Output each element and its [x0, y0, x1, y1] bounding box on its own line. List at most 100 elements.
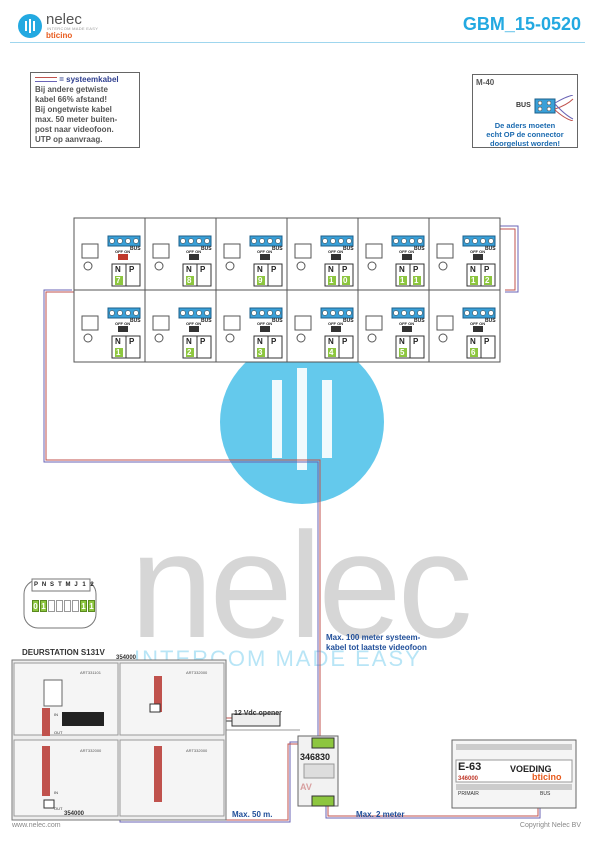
bus-terminal-icon [107, 235, 141, 247]
psu-title: VOEDING [510, 764, 552, 774]
config-header-cell: P [33, 582, 38, 588]
monitor-bus-label: BUS [414, 246, 425, 252]
power-supply [451, 739, 577, 809]
logo-mark-icon [25, 19, 35, 33]
note-line-5: max. 50 meter buiten- [35, 115, 118, 124]
off-on-switch [118, 326, 128, 332]
config-header-cell: T [58, 582, 62, 588]
terminal-screw-icon [480, 238, 486, 244]
monitor-knob-icon [367, 261, 377, 271]
terminal-screw-icon [401, 238, 407, 244]
terminal-screw-icon [322, 310, 328, 316]
off-on-switch [260, 254, 270, 260]
monitor-p-label: P [200, 265, 206, 274]
terminal-screw-icon [275, 310, 281, 316]
monitor-n-value: 2 [187, 348, 192, 357]
bus-terminal-icon [107, 307, 141, 319]
bus-terminal-icon [249, 235, 283, 247]
terminal-screw-icon [133, 310, 139, 316]
monitor-off-on-label: OFF ON [257, 321, 273, 326]
door-station [11, 659, 227, 821]
off-on-switch [331, 254, 341, 260]
terminal-screw-icon [338, 310, 344, 316]
monitor-n-value: 6 [471, 348, 476, 357]
monitor-n-value: 5 [400, 348, 405, 357]
psu-bus: BUS [540, 791, 551, 797]
out-label-top: OUT [54, 730, 63, 735]
n-dip-icon [328, 276, 336, 285]
terminal-screw-icon [125, 310, 131, 316]
terminal-screw-icon [125, 238, 131, 244]
m40-line-1: De aders moeten [494, 121, 556, 130]
brand-logo [18, 14, 42, 38]
monitor-p-label: P [271, 337, 277, 346]
terminal-screw-icon [180, 310, 186, 316]
terminal-screw-icon [393, 238, 399, 244]
terminal-screw-icon [188, 310, 194, 316]
note-line-7: UTP op aanvraag. [35, 135, 103, 144]
monitor-p-value: 0 [343, 276, 348, 285]
off-on-switch [473, 254, 483, 260]
monitor-p-label: P [484, 337, 490, 346]
monitor-p-label: P [484, 265, 490, 274]
monitor-bus-label: BUS [485, 246, 496, 252]
monitor-knob-icon [83, 333, 93, 343]
m40-note: M-40 BUS De aders moeten echt OP de conn… [472, 74, 578, 148]
monitor-off-on-label: OFF ON [115, 321, 131, 326]
psu-primair: PRIMAIR [458, 791, 479, 797]
n-dip-icon [257, 276, 265, 285]
monitor-off-on-label: OFF ON [328, 321, 344, 326]
cable-note: = systeemkabel Bij andere getwiste kabel… [30, 72, 140, 148]
monitor-p-value: 2 [485, 276, 490, 285]
opener-label: 12 Vdc opener [234, 710, 282, 717]
module-art-2: ART332000 [186, 670, 208, 675]
module-code-bottom: 354000 [64, 811, 85, 817]
terminal-screw-icon [330, 238, 336, 244]
n-dip-icon [186, 348, 194, 357]
monitor-bus-label: BUS [130, 246, 141, 252]
document-id: GBM_15-0520 [462, 14, 581, 34]
monitor-bus-label: BUS [201, 318, 212, 324]
monitor-n-label: N [399, 265, 405, 274]
off-on-switch [473, 326, 483, 332]
terminal-screw-icon [251, 310, 257, 316]
monitor-screen-icon [223, 315, 241, 331]
bus-terminal-icon [391, 235, 425, 247]
distribution-module [297, 735, 339, 807]
distribution-sub: AV [300, 782, 312, 792]
n-dip-icon [399, 276, 407, 285]
monitor-screen-icon [152, 243, 170, 259]
note-line-4: Bij ongetwiste kabel [35, 105, 112, 114]
monitor-knob-icon [154, 333, 164, 343]
monitor-bus-label: BUS [130, 318, 141, 324]
note-line-3: kabel 66% afstand! [35, 95, 108, 104]
terminal-screw-icon [117, 238, 123, 244]
monitor-n-value: 1 [471, 276, 476, 285]
monitor-knob-icon [296, 333, 306, 343]
terminal-screw-icon [393, 310, 399, 316]
max50-label: Max. 50 m. [232, 810, 273, 819]
terminal-screw-icon [196, 238, 202, 244]
monitor-n-label: N [470, 337, 476, 346]
off-on-switch [189, 254, 199, 260]
p-dip-icon [413, 276, 421, 285]
monitor-bus-label: BUS [272, 318, 283, 324]
monitor-n-label: N [328, 337, 334, 346]
monitor-bus-label: BUS [201, 246, 212, 252]
monitor-off-on-label: OFF ON [115, 249, 131, 254]
psu-model: E-63 [458, 761, 482, 773]
distribution-code: 346830 [300, 752, 331, 762]
terminal-screw-icon [251, 238, 257, 244]
monitor-bus-label: BUS [485, 318, 496, 324]
monitor-knob-icon [225, 333, 235, 343]
config-header-cell: N [41, 582, 47, 588]
monitor-screen-icon [365, 243, 383, 259]
terminal-screw-icon [417, 238, 423, 244]
header-divider [10, 42, 585, 43]
in-label-top: IN [54, 712, 58, 717]
config-value-cell: 0 [32, 600, 39, 612]
n-dip-icon [328, 348, 336, 357]
m40-connector-icon [534, 95, 574, 121]
terminal-screw-icon [488, 238, 494, 244]
